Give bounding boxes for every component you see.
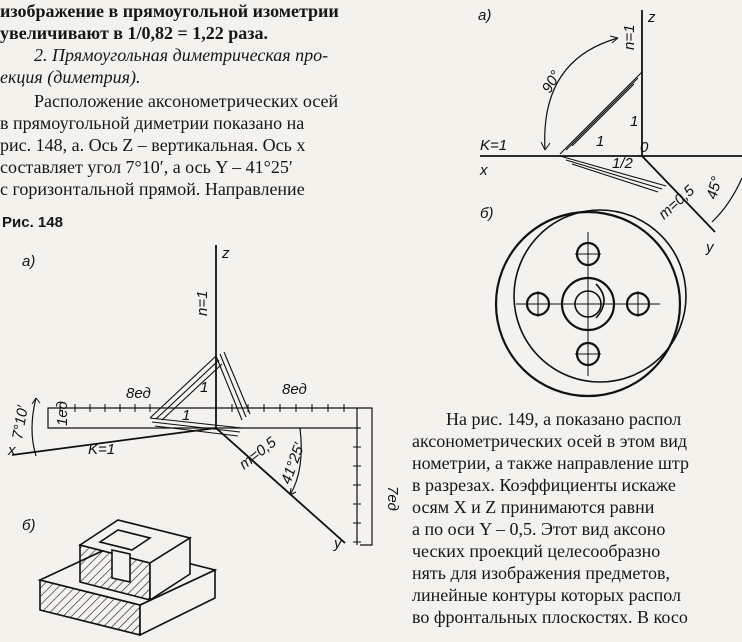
fig149-k-label: K=1 — [480, 137, 507, 154]
fig149-angle-arc-90 — [544, 37, 619, 151]
right-text-line-3: нометрии, а также направление штр — [412, 453, 689, 473]
left-text-line-1: изображение в прямоугольной изометрии — [0, 1, 339, 21]
section-heading-line-1: 2. Прямоугольная диметрическая про- — [34, 45, 329, 65]
figure-148a-axes-diagram — [11, 245, 373, 546]
fig148-8ed-left-label: 8ед — [126, 385, 151, 402]
fig148-angle-arc-x — [31, 397, 37, 457]
fig149-part-b-label: б) — [480, 205, 493, 222]
left-text-line-9: с горизонтальной прямой. Направление — [0, 179, 305, 199]
fig149-90-label: 90° — [539, 68, 565, 96]
fig148-7ed-bracket — [360, 407, 373, 546]
fig148-x-axis — [11, 427, 217, 456]
left-text-line-6: в прямоугольной диметрии показано на — [0, 113, 305, 133]
fig149-x-label: x — [479, 162, 488, 179]
right-text-line-10: во фронтальных плоскостях. В косо — [412, 607, 688, 627]
right-text-line-4: в разрезах. Коэффициенты искаже — [412, 475, 676, 495]
fig149-half-label: 1/2 — [612, 155, 634, 172]
fig149-part-a-label: а) — [478, 7, 491, 24]
fig148-8ed-right-label: 8ед — [282, 381, 307, 398]
fig149-n-label: n=1 — [621, 25, 638, 50]
left-text-line-8: составляет угол 7°10′, а ось Y – 41°25′ — [0, 157, 293, 177]
fig148-angle-x-label: 7°10′ — [9, 403, 32, 440]
fig148-y-label: y — [333, 535, 343, 552]
fig148-one-a-label: 1 — [200, 379, 208, 396]
right-text-line-8: нять для изображения предметов, — [412, 563, 670, 583]
fig148-7ed-label: 7ед — [384, 486, 401, 511]
fig148-1ed-label: 1ед — [54, 401, 71, 426]
fig148-z-label: z — [221, 245, 230, 262]
left-text-line-2: увеличивают в 1/0,82 = 1,22 раза. — [0, 23, 269, 43]
fig148-part-b-label: б) — [22, 517, 35, 534]
fig149-outer-circle — [494, 210, 682, 398]
fig149-z-label: z — [647, 9, 656, 26]
fig149-y-axis — [641, 155, 716, 233]
figure-149b-flange — [494, 209, 687, 398]
right-text-line-2: аксонометрических осей в этом вид — [412, 431, 687, 451]
fig149-centerlines — [516, 232, 660, 376]
right-text-line-6: а по оси Y – 0,5. Этот вид аксоно — [412, 519, 666, 539]
left-text-line-5: Расположение аксонометрических осей — [34, 91, 339, 111]
fig149-back-circle — [513, 209, 687, 383]
fig149-one-a-label: 1 — [630, 113, 638, 130]
figure-148-caption: Рис. 148 — [2, 214, 63, 231]
fig148-m-label: m=0,5 — [236, 433, 280, 473]
fig149-hatch-triangle — [559, 71, 667, 193]
fig148-1ed-bracket — [47, 407, 60, 429]
right-text-line-7: ческих проекций целесообразно — [412, 541, 661, 561]
right-text-line-9: линейные контуры которых распол — [412, 585, 681, 605]
fig148-right-ticks — [353, 427, 361, 543]
fig148-k-label: K=1 — [88, 441, 115, 458]
fig148-angle-arc-y — [289, 427, 302, 496]
fig148-part-a-label: а) — [22, 253, 35, 270]
fig149-one-b-label: 1 — [596, 133, 604, 150]
right-text-line-1: На рис. 149, а показано распол — [446, 409, 682, 429]
fig148-n-label: n=1 — [194, 291, 211, 316]
fig148-one-b-label: 1 — [182, 407, 190, 424]
right-text-line-5: осям X и Z принимаются равни — [412, 497, 655, 517]
section-heading-line-2: екция (диметрия). — [0, 67, 141, 87]
left-text-line-7: рис. 148, а. Ось Z – вертикальная. Ось x — [0, 135, 306, 155]
figure-149a-axes-diagram — [480, 10, 742, 233]
fig148-hatch-triangle — [149, 351, 251, 437]
fig149-45-label: 45° — [703, 175, 725, 201]
figure-148b-section-solid — [37, 519, 218, 637]
fig148-angle-y-label: 41°25′ — [278, 440, 309, 487]
fig149-zero-label: 0 — [640, 139, 649, 156]
fig149-angle-arc-45 — [711, 177, 742, 223]
fig149-y-label: y — [705, 239, 715, 256]
fig148-x-label: x — [7, 442, 16, 459]
fig149-m-label: m=0,5 — [655, 182, 698, 223]
fig148-y-axis — [215, 427, 346, 544]
